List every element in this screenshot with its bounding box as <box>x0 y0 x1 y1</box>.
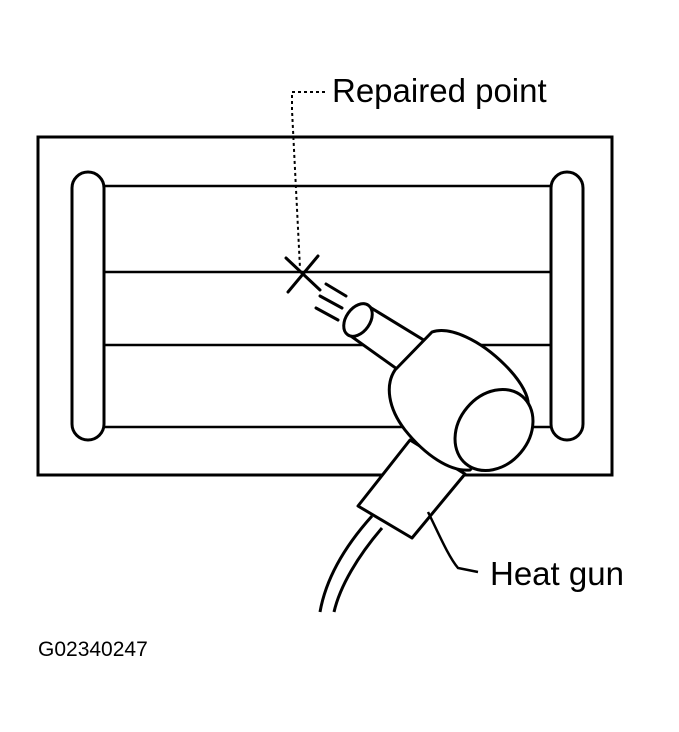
repaired-point-label: Repaired point <box>332 72 547 109</box>
figure-code: G02340247 <box>38 638 148 661</box>
heat-gun-nozzle-tip <box>342 302 374 338</box>
hot-air-stream <box>314 282 348 322</box>
defogger-wires <box>104 184 551 429</box>
repaired-point-cross-icon <box>284 254 322 294</box>
left-bus-bar <box>70 170 106 442</box>
heat-gun-rear-cap <box>453 387 535 473</box>
heat-gun-cord <box>332 527 384 613</box>
heat-gun-icon <box>318 302 535 613</box>
repaired-point-leader-line <box>291 91 325 269</box>
heat-gun-leader-line <box>426 511 479 574</box>
right-bus-bar <box>549 170 585 442</box>
heat-gun-cord <box>318 514 374 613</box>
heat-gun-label: Heat gun <box>490 555 624 592</box>
